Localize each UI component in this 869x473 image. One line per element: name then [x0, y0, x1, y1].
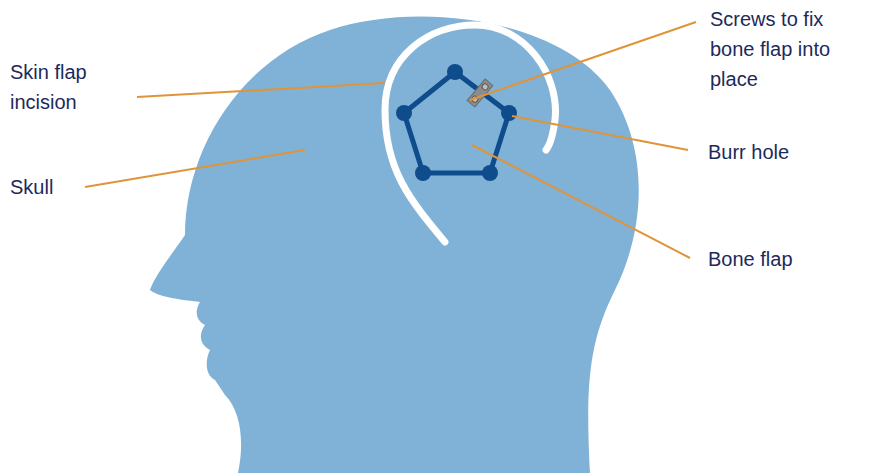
leader-lines	[85, 22, 696, 258]
burr-hole	[501, 105, 517, 121]
bone-flap-outline	[404, 72, 509, 173]
part-label: Bone flap	[708, 244, 858, 274]
burr-holes	[396, 64, 517, 181]
part-label: Skin flap incision	[10, 57, 120, 117]
part-label: Skull	[10, 172, 130, 202]
skin-incision	[385, 25, 555, 242]
part-label: Screws to fix bone flap into place	[710, 4, 860, 94]
leader-line	[512, 116, 688, 150]
burr-hole	[447, 64, 463, 80]
burr-hole	[482, 165, 498, 181]
leader-line	[470, 22, 696, 100]
leader-line	[85, 150, 305, 187]
burr-hole	[396, 105, 412, 121]
leader-line	[137, 83, 385, 97]
burr-hole	[415, 165, 431, 181]
part-label: Burr hole	[708, 137, 858, 167]
head-silhouette	[150, 17, 639, 473]
leader-line	[472, 145, 690, 258]
screw	[481, 83, 489, 91]
